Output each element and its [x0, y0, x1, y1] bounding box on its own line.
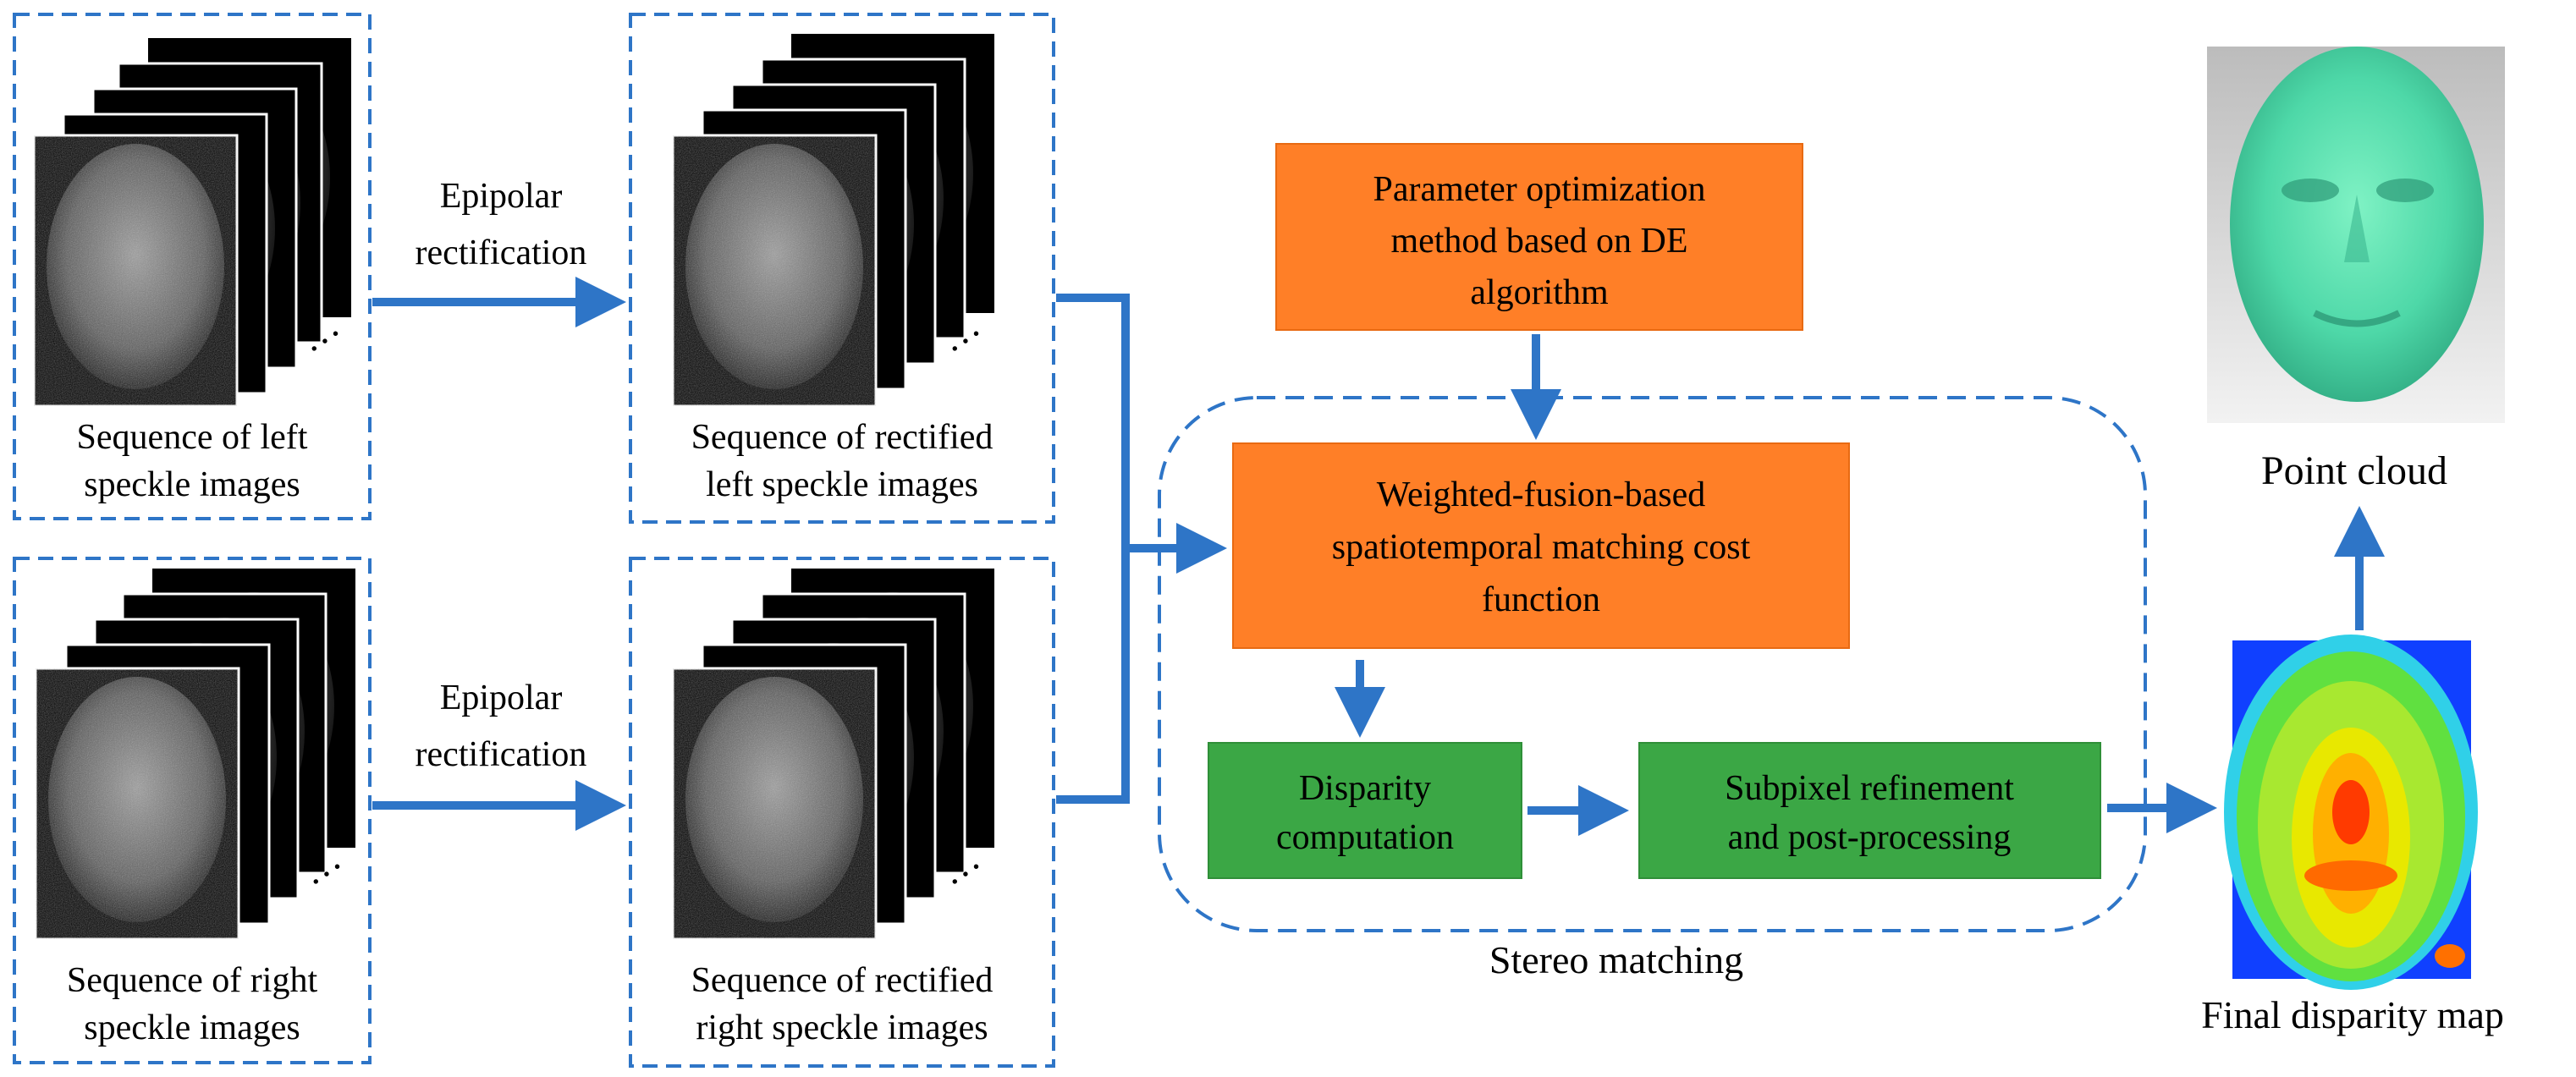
rectified-left-caption-line1: Sequence of rectified [691, 418, 994, 457]
connector-top [1056, 294, 1130, 548]
stereo-matching-label: Stereo matching [1489, 938, 1743, 981]
stereo-matching-dashed-border [1158, 396, 2147, 932]
subpixel-refinement-line1: Subpixel refinement [1725, 769, 2014, 808]
cost-function-line1: Weighted-fusion-based [1377, 475, 1706, 514]
rectified-left-image-stack: … [671, 34, 994, 408]
left-image-stack: … [32, 38, 351, 408]
epipolar-label-bottom-line2: rectification [416, 735, 587, 774]
disparity-computation-line1: Disparity [1299, 769, 1431, 808]
rectified-right-caption-line2: right speckle images [696, 1008, 988, 1047]
rectified-right-dashed-border [629, 557, 1055, 1068]
merge-connector [1056, 294, 1227, 804]
param-optimization-line1: Parameter optimization [1373, 170, 1705, 209]
rectified-left-dashed-border [629, 13, 1055, 524]
epipolar-rectification-bottom: Epipolar rectification [372, 679, 626, 831]
rectified-right-caption-line1: Sequence of rectified [691, 961, 994, 1000]
epipolar-label-top-line2: rectification [416, 234, 587, 272]
right-input-panel: … Sequence of right speckle images [13, 557, 372, 1064]
right-input-dashed-border [13, 557, 372, 1064]
cost-function-box [1232, 442, 1850, 649]
rectified-right-image-stack: … [671, 569, 994, 941]
point-cloud-label: Point cloud [2261, 448, 2447, 493]
subpixel-refinement-box [1638, 742, 2101, 879]
rectified-right-panel: … Sequence of rectified right speckle im… [629, 557, 1055, 1068]
param-optimization-line3: algorithm [1470, 273, 1609, 312]
final-disparity-map: Final disparity map [2201, 635, 2504, 1036]
epipolar-rectification-top: Epipolar rectification [372, 177, 626, 327]
param-optimization-box [1275, 143, 1803, 331]
subpixel-refinement-line2: and post-processing [1728, 818, 2012, 857]
left-input-caption-line2: speckle images [84, 465, 300, 504]
cost-function-line3: function [1482, 580, 1600, 619]
cost-function-line2: spatiotemporal matching cost [1332, 528, 1751, 567]
rectified-left-caption-line2: left speckle images [706, 465, 978, 504]
epipolar-label-top-line1: Epipolar [440, 177, 563, 216]
left-input-panel: … Sequence of left speckle images [13, 13, 372, 520]
disparity-map-label: Final disparity map [2201, 993, 2504, 1036]
stereo-matching-group: Stereo matching Parameter optimization m… [1158, 143, 2147, 981]
param-optimization-line2: method based on DE [1390, 222, 1687, 261]
left-input-dashed-border [13, 13, 372, 520]
right-image-stack: … [34, 569, 355, 941]
point-cloud: Point cloud [2207, 47, 2505, 493]
left-input-caption-line1: Sequence of left [77, 418, 308, 457]
right-input-caption-line1: Sequence of right [67, 961, 318, 1000]
rectified-left-panel: … Sequence of rectified left speckle ima… [629, 13, 1055, 524]
connector-bottom [1056, 548, 1130, 804]
right-input-caption-line2: speckle images [84, 1008, 300, 1047]
disparity-computation-box [1208, 742, 1522, 879]
disparity-computation-line2: computation [1276, 818, 1454, 857]
epipolar-label-bottom-line1: Epipolar [440, 679, 563, 717]
